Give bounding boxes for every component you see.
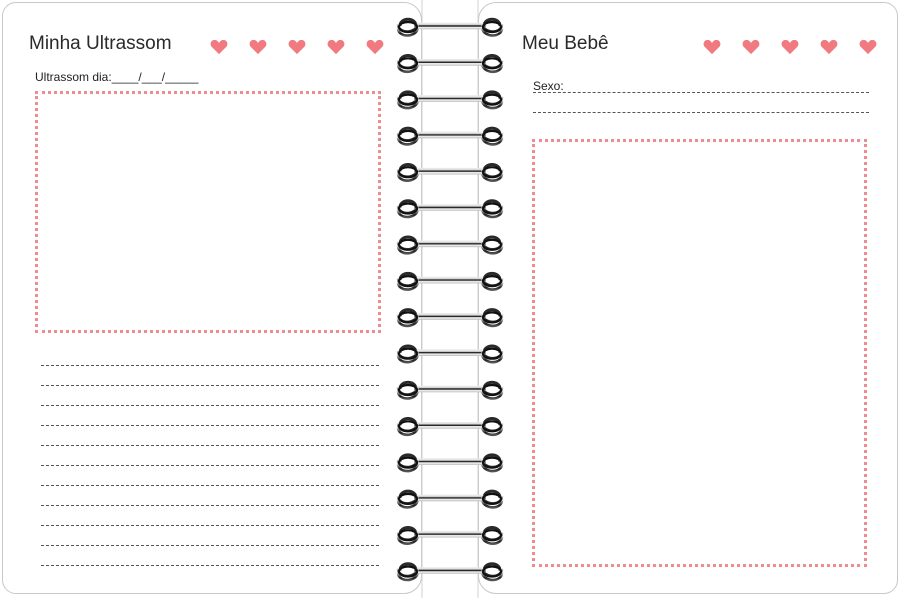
heart-icon [781,39,799,55]
sex-line [533,92,869,93]
note-line [41,425,379,426]
right-page-title: Meu Bebê [522,33,609,54]
spiral-ring [396,162,504,182]
spiral-ring [396,525,504,545]
note-line [41,385,379,386]
sex-label: Sexo: [533,79,564,93]
right-hearts-row [703,39,877,55]
spiral-ring [396,54,504,74]
spiral-ring [396,126,504,146]
note-line [41,565,379,566]
spiral-ring [396,417,504,437]
note-line [41,525,379,526]
baby-photo-box [532,139,867,567]
spiral-ring [396,562,504,582]
spiral-ring [396,90,504,110]
note-line [41,505,379,506]
heart-icon [249,39,267,55]
spiral-ring [396,453,504,473]
spiral-ring [396,17,504,37]
spiral-ring [396,199,504,219]
note-line [41,485,379,486]
spiral-ring [396,344,504,364]
note-line [41,405,379,406]
left-hearts-row [210,39,384,55]
right-page: Meu Bebê Sexo: [478,2,898,594]
heart-icon [327,39,345,55]
left-page: Minha Ultrassom Ultrassom dia:____/___/_… [2,2,422,594]
heart-icon [366,39,384,55]
heart-icon [703,39,721,55]
spiral-ring [396,235,504,255]
note-line [41,445,379,446]
spiral-ring [396,271,504,291]
spiral-binding-icon [396,0,504,598]
ultrasound-photo-box [35,91,381,333]
spiral-ring [396,380,504,400]
spiral-ring [396,489,504,509]
heart-icon [742,39,760,55]
left-page-title: Minha Ultrassom [29,33,172,54]
heart-icon [859,39,877,55]
note-line [41,365,379,366]
spiral-ring [396,308,504,328]
heart-icon [820,39,838,55]
ultrasound-date-label: Ultrassom dia:____/___/_____ [35,70,199,84]
heart-icon [288,39,306,55]
note-line [41,465,379,466]
sex-line-2 [533,112,869,113]
heart-icon [210,39,228,55]
note-line [41,545,379,546]
